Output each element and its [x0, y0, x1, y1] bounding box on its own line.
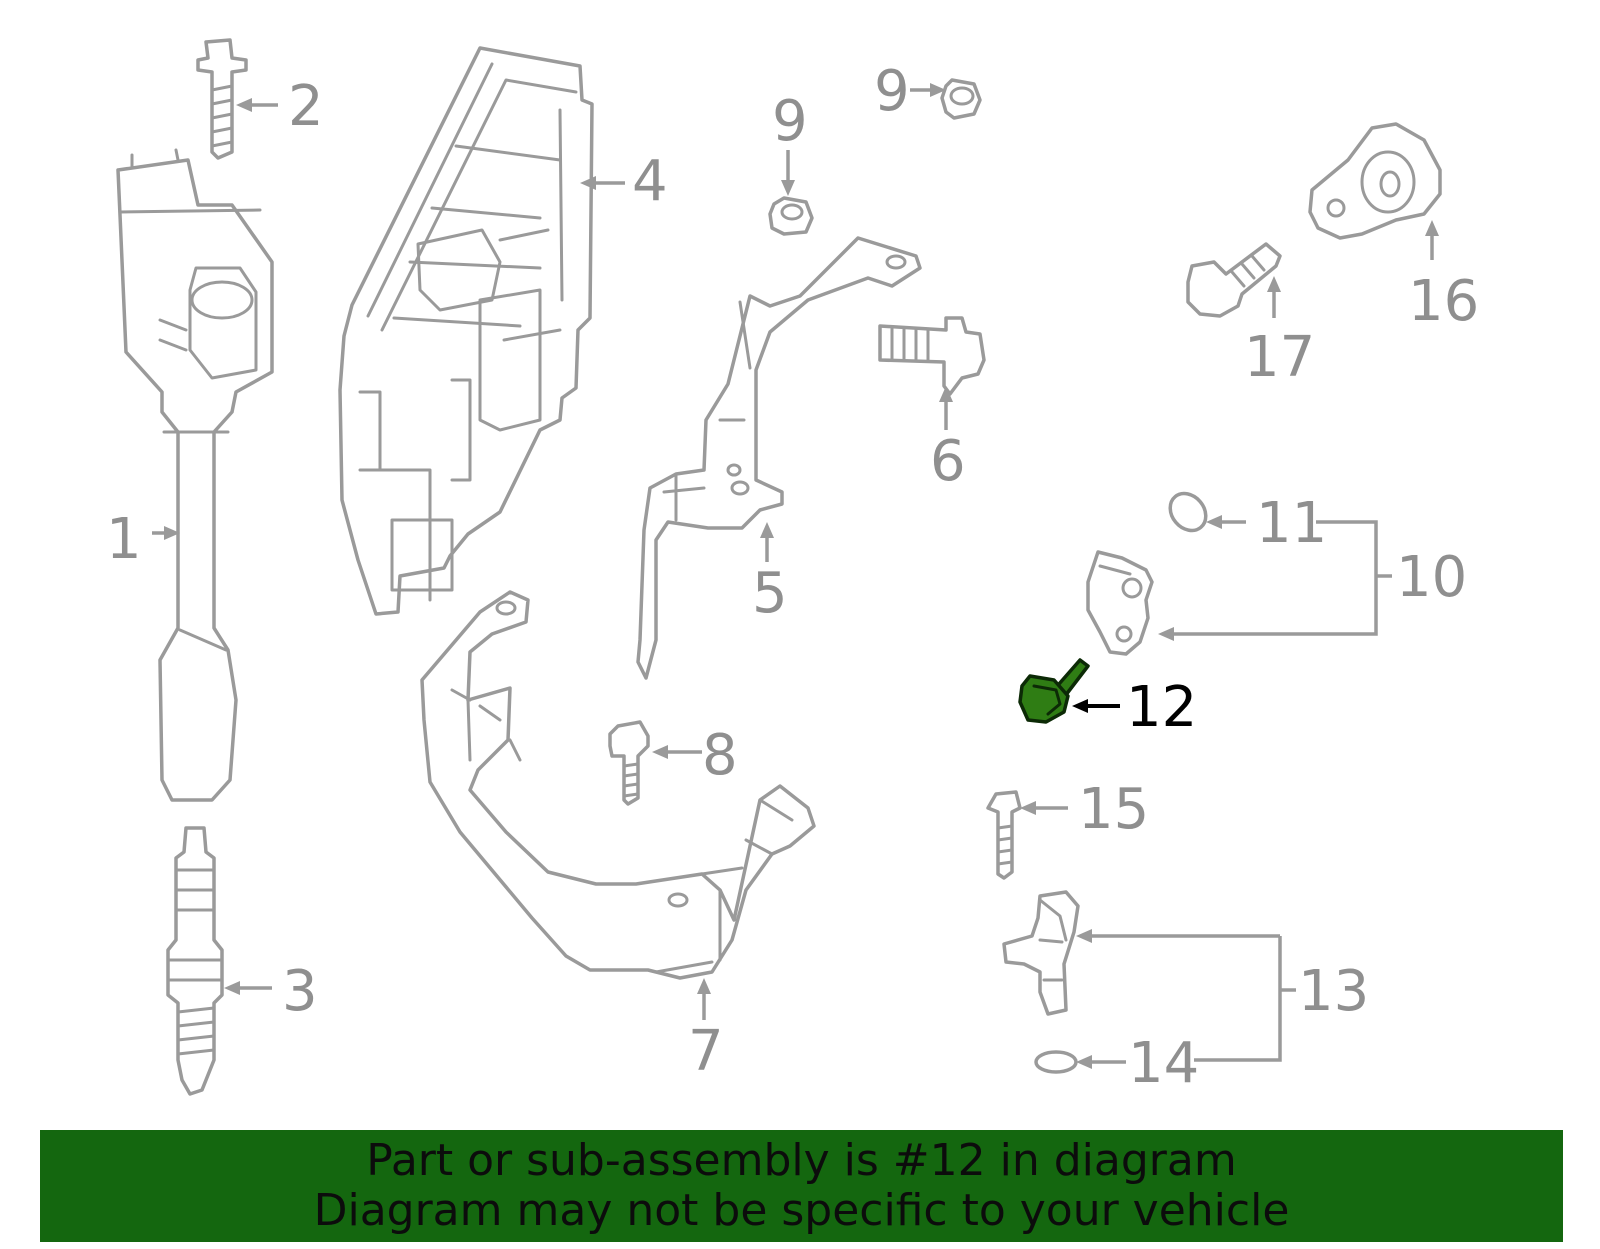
- info-banner: Part or sub-assembly is #12 in diagram D…: [40, 1130, 1563, 1242]
- callout-1: 1: [106, 507, 142, 572]
- callout-14: 14: [1128, 1031, 1199, 1096]
- callout-5: 5: [752, 561, 788, 626]
- part-9-nut-b[interactable]: [768, 196, 814, 236]
- banner-line-2: Diagram may not be specific to your vehi…: [313, 1185, 1290, 1236]
- callout-15: 15: [1078, 777, 1149, 842]
- callout-2: 2: [288, 74, 324, 139]
- part-1-ignition-coil[interactable]: [116, 148, 274, 802]
- part-2-bolt[interactable]: [196, 38, 248, 160]
- callout-labels: 1 2 3 4 5 6 7 8 9 9 10 11 12 13 14 15 16…: [106, 59, 1479, 1096]
- part-7-bracket[interactable]: [420, 590, 816, 980]
- callout-3: 3: [282, 959, 318, 1024]
- callout-7: 7: [688, 1019, 724, 1084]
- callout-10: 10: [1396, 545, 1467, 610]
- part-6-stud[interactable]: [878, 316, 986, 396]
- callout-17: 17: [1244, 325, 1315, 390]
- part-10-sensor[interactable]: [1086, 550, 1154, 656]
- callout-11: 11: [1256, 491, 1327, 556]
- part-12-bolt-highlighted[interactable]: [1018, 658, 1090, 724]
- part-14-o-ring[interactable]: [1034, 1050, 1078, 1074]
- part-15-bolt[interactable]: [986, 790, 1022, 880]
- part-13-sensor[interactable]: [1002, 890, 1080, 1016]
- part-5-bracket[interactable]: [636, 236, 922, 680]
- callout-12: 12: [1126, 675, 1197, 740]
- callout-16: 16: [1408, 269, 1479, 334]
- callout-8: 8: [702, 723, 738, 788]
- part-16-sensor[interactable]: [1308, 122, 1442, 240]
- part-9-nut-a[interactable]: [940, 78, 982, 120]
- part-4-control-module-box[interactable]: [338, 46, 594, 616]
- banner-line-1: Part or sub-assembly is #12 in diagram: [366, 1135, 1237, 1186]
- callout-13: 13: [1298, 959, 1369, 1024]
- part-11-o-ring[interactable]: [1163, 486, 1213, 537]
- callout-9-upper: 9: [874, 59, 910, 124]
- part-3-spark-plug[interactable]: [166, 826, 224, 1096]
- leader-lines: [152, 83, 1439, 1069]
- callout-9-lower: 9: [772, 89, 808, 154]
- part-8-bolt[interactable]: [608, 720, 650, 806]
- callout-6: 6: [930, 429, 966, 494]
- part-17-bolt[interactable]: [1186, 242, 1282, 318]
- callout-4: 4: [632, 149, 668, 214]
